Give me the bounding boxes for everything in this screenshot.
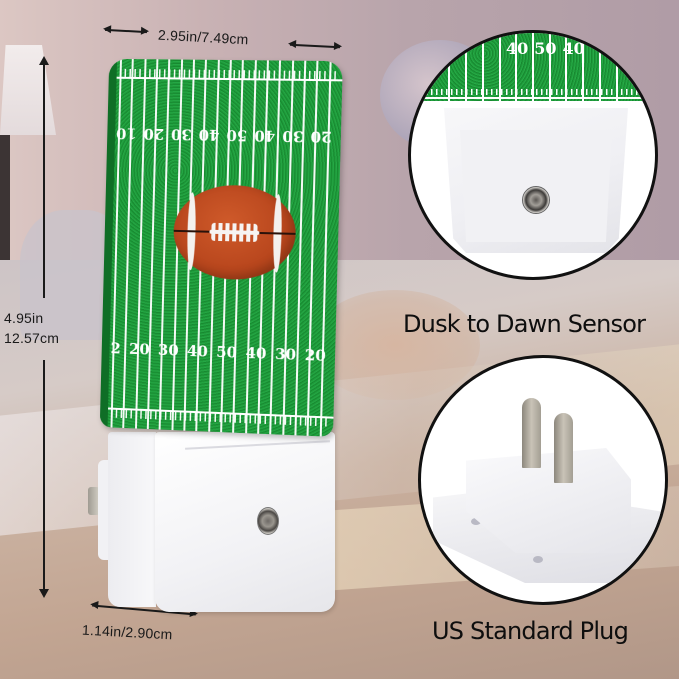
inset-field-strip: 40 50 40 <box>411 33 655 101</box>
yard-number: 30 <box>274 344 297 364</box>
height-inches: 4.95in <box>4 310 44 326</box>
yard-numbers-top: 20 30 40 50 40 30 20 10 <box>115 124 333 146</box>
body-bevel <box>185 440 330 450</box>
height-arrow-line <box>43 60 45 298</box>
plug-prong <box>88 487 100 515</box>
yard-number: 50 <box>226 126 248 145</box>
yard-number: 20 <box>304 345 327 365</box>
night-light-body <box>155 432 335 612</box>
plug-detail-inset <box>418 355 668 605</box>
plug-caption: US Standard Plug <box>432 617 629 645</box>
height-centimeters: 12.57cm <box>4 330 60 346</box>
night-light-body-side <box>108 432 156 607</box>
yard-number: 40 <box>186 341 209 361</box>
inset-yard-numbers: 40 50 40 <box>506 39 585 58</box>
plug-blade-icon <box>554 413 573 483</box>
height-dimension-label: 4.95in 12.57cm <box>4 308 59 348</box>
lamp-base <box>0 135 10 275</box>
light-sensor-icon <box>257 507 279 535</box>
sensor-caption: Dusk to Dawn Sensor <box>403 310 646 338</box>
height-arrow-line <box>43 360 45 592</box>
plug-blade-icon <box>522 398 541 468</box>
yard-number: 40 <box>198 125 220 144</box>
yard-number: 2 <box>110 339 122 358</box>
yard-number: 20 <box>128 339 150 359</box>
yard-number: 30 <box>170 125 192 144</box>
yard-number: 50 <box>216 342 238 362</box>
yard-number: 20 <box>143 124 165 143</box>
football-icon <box>172 184 297 282</box>
sensor-detail-inset: 40 50 40 <box>408 30 658 280</box>
dusk-dawn-sensor-icon <box>522 186 550 214</box>
yard-number: 30 <box>157 340 179 360</box>
yard-number: 40 <box>245 343 267 363</box>
yard-number: 20 <box>310 127 332 146</box>
sensor-housing <box>444 108 628 253</box>
yard-number: 10 <box>115 124 137 143</box>
height-arrow-down-icon <box>39 589 49 598</box>
football-field-lampshade: 20 30 40 50 40 30 20 10 2 20 30 40 50 40… <box>99 58 343 437</box>
yard-number: 30 <box>282 126 304 146</box>
yard-number: 40 <box>254 126 276 145</box>
